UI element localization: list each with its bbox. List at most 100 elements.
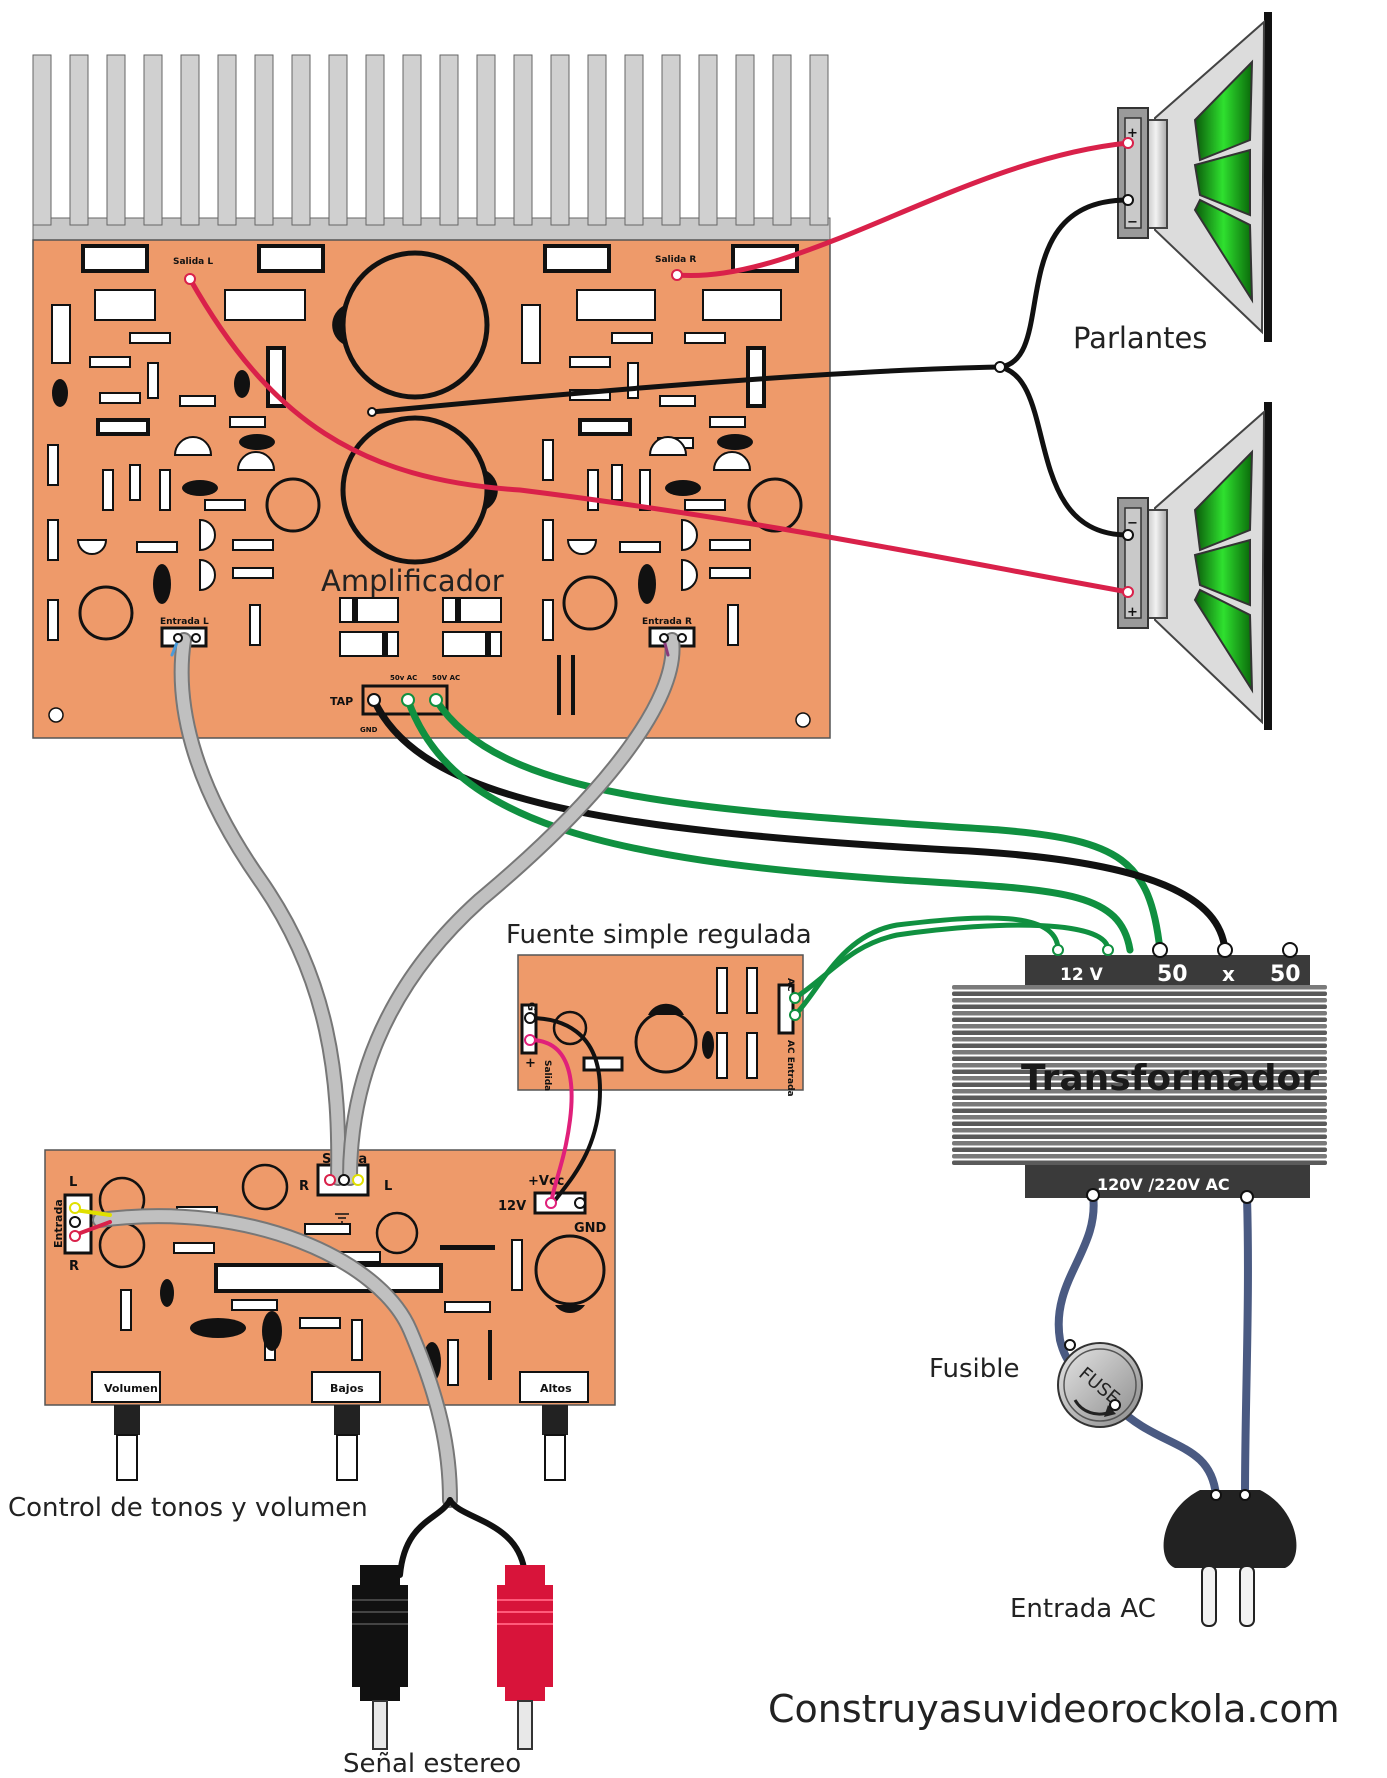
xf-50b-label: 50	[1270, 962, 1301, 987]
heatsink-fin	[772, 54, 792, 226]
heatsink-fin	[365, 54, 385, 226]
psu-out-label: Salida	[542, 1060, 552, 1091]
heatsink-fin	[550, 54, 570, 226]
transformer-lamination	[952, 1089, 1327, 1094]
transformer-lamination	[952, 1076, 1327, 1081]
transformer-lamination	[952, 1115, 1327, 1120]
bass-knob-label: Bajos	[330, 1382, 364, 1395]
transformer-lamination	[952, 1108, 1327, 1113]
speakers-label: Parlantes	[1073, 321, 1207, 355]
fuse: FUSE	[1057, 1339, 1143, 1428]
xf-primary-label: 120V /220V AC	[1097, 1175, 1230, 1194]
tone-control-label: Control de tonos y volumen	[8, 1493, 368, 1523]
transformer-lamination	[952, 998, 1327, 1003]
speaker-bottom-plus: +	[1127, 605, 1138, 620]
tone-12v-label: 12V	[498, 1199, 526, 1214]
transformer-lamination	[952, 1056, 1327, 1061]
heatsink-fin	[254, 54, 274, 226]
heatsink-fin	[624, 54, 644, 226]
speaker-top-minus: −	[1127, 215, 1138, 230]
transformer-lamination	[952, 1095, 1327, 1100]
heatsink-fin	[143, 54, 163, 226]
transformer-label: Transformador	[1021, 1058, 1319, 1099]
transformer-lamination	[952, 1050, 1327, 1055]
transformer-lamination	[952, 1102, 1327, 1107]
amp-in-left-label: Entrada L	[160, 617, 209, 627]
heatsink-fin	[106, 54, 126, 226]
heatsink-base	[32, 217, 831, 243]
transformer-lamination	[952, 1063, 1327, 1068]
transformer-lamination	[952, 1128, 1327, 1133]
speaker-top: + −	[1117, 12, 1272, 342]
heatsink-fin	[328, 54, 348, 226]
transformer-lamination	[952, 1147, 1327, 1152]
power-supply-label: Fuente simple regulada	[506, 920, 812, 950]
transformer-lamination	[952, 1004, 1327, 1009]
tone-in-left-label: L	[69, 1175, 77, 1190]
transformer-lamination	[952, 1011, 1327, 1016]
transformer-lamination	[952, 1043, 1327, 1048]
transformer-lamination	[952, 991, 1327, 996]
amp-out-left-label: Salida L	[173, 257, 213, 267]
ac-plug	[1163, 1489, 1297, 1627]
speaker-bottom-minus: −	[1127, 516, 1138, 531]
heatsink-fin	[180, 54, 200, 226]
transformer-lamination	[952, 1069, 1327, 1074]
tone-input-label: Entrada	[52, 1199, 65, 1248]
transformer-lamination	[952, 1134, 1327, 1139]
heatsink-fin	[809, 54, 829, 226]
transformer-lamination	[952, 1037, 1327, 1042]
amp-gnd-label: GND	[360, 726, 378, 734]
heatsink-fin	[217, 54, 237, 226]
xf-x-label: x	[1222, 962, 1235, 986]
tone-out-right-label: R	[299, 1179, 309, 1194]
transformer-lamination	[952, 1024, 1327, 1029]
fuse-label: Fusible	[929, 1354, 1020, 1384]
terminals	[69, 137, 1298, 1242]
transformer: Transformador 12 V 50 x 50 120V /220V AC	[952, 955, 1327, 1198]
heatsink-fin	[587, 54, 607, 226]
heatsink-fin	[661, 54, 681, 226]
ac-input-label: Entrada AC	[1010, 1594, 1156, 1624]
heatsink-fin	[735, 54, 755, 226]
transformer-lamination	[952, 1030, 1327, 1035]
wires	[73, 140, 1252, 1578]
speaker-top-plus: +	[1127, 126, 1138, 141]
tone-gnd-label: GND	[574, 1221, 607, 1236]
volume-knob-label: Volumen	[104, 1382, 158, 1395]
heatsink-fin	[402, 54, 422, 226]
heatsink-fin	[698, 54, 718, 226]
tone-control-board: Volumen Bajos Altos Entrada L R Salida R…	[44, 1149, 616, 1481]
amp-tap-label: TAP	[330, 695, 353, 708]
amp-50vac-a-label: 50v AC	[390, 674, 417, 682]
amp-out-right-label: Salida R	[655, 255, 696, 265]
transformer-lamination	[952, 1160, 1327, 1165]
tone-in-right-label: R	[69, 1259, 79, 1274]
psu-ac-label: AC	[785, 978, 795, 992]
transformer-laminations	[952, 985, 1327, 1165]
psu-ac-input-label: AC Entrada	[785, 1040, 795, 1097]
heatsink-fin	[513, 54, 533, 226]
rca-plug-black	[352, 1565, 408, 1750]
website-label: Construyasuvideorockola.com	[768, 1687, 1340, 1731]
heatsink	[32, 54, 831, 243]
heatsink-fin	[69, 54, 89, 226]
transformer-lamination	[952, 1082, 1327, 1087]
transformer-lamination	[952, 1141, 1327, 1146]
heatsink-fin	[476, 54, 496, 226]
transformer-lamination	[952, 1154, 1327, 1159]
amplifier-label: Amplificador	[321, 564, 504, 598]
speaker-bottom: − +	[1117, 402, 1272, 730]
heatsink-fin	[32, 54, 52, 226]
treble-knob-label: Altos	[540, 1382, 572, 1395]
transformer-lamination	[952, 985, 1327, 990]
amp-50vac-b-label: 50V AC	[432, 674, 460, 682]
tone-out-left-label: L	[384, 1179, 392, 1194]
psu-plus-label: +	[525, 1056, 536, 1071]
heatsink-fin	[439, 54, 459, 226]
power-supply-board: AC AC Entrada G + Salida	[517, 954, 804, 1097]
stereo-signal-label: Señal estereo	[343, 1749, 521, 1773]
xf-12v-label: 12 V	[1060, 965, 1104, 985]
